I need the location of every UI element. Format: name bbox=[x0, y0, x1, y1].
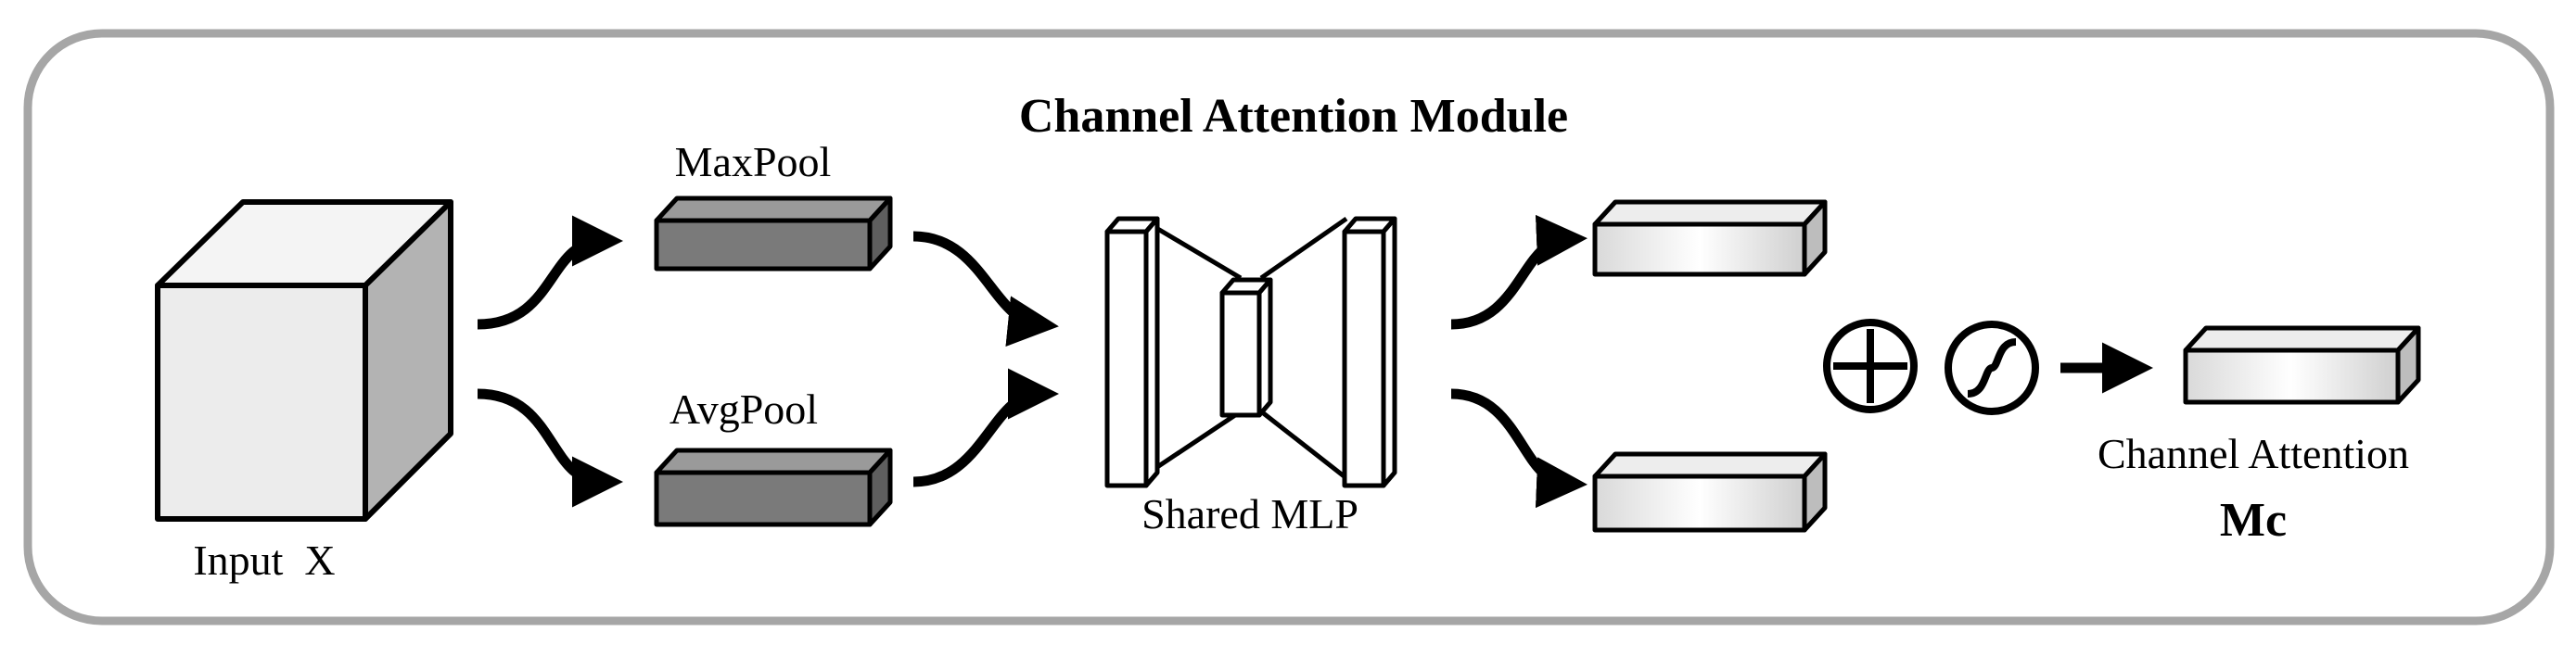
input-label: Input X bbox=[193, 537, 335, 584]
arrow-maxpool-to-mlp bbox=[912, 231, 1059, 347]
arrow-avgpool-to-mlp bbox=[912, 368, 1059, 487]
mlp-output-avg-bar bbox=[1592, 451, 1828, 533]
channel-attention-output-bar bbox=[2183, 325, 2421, 405]
avgpool-bar bbox=[654, 448, 893, 527]
module-frame bbox=[23, 29, 2555, 625]
arrow-mlp-to-bottom-feature bbox=[1450, 388, 1588, 509]
arrow-mlp-to-top-feature bbox=[1450, 214, 1588, 330]
mlp-label: Shared MLP bbox=[1141, 490, 1358, 537]
sigmoid-icon bbox=[1945, 321, 2039, 415]
mlp-output-max-bar bbox=[1592, 199, 1828, 277]
add-icon bbox=[1823, 319, 1918, 413]
shared-mlp bbox=[1104, 216, 1397, 488]
arrow-input-to-maxpool bbox=[477, 215, 623, 330]
maxpool-bar bbox=[654, 196, 893, 272]
diagram-title: Channel Attention Module bbox=[1019, 90, 1568, 143]
maxpool-label: MaxPool bbox=[675, 138, 832, 185]
input-cube bbox=[155, 199, 453, 522]
avgpool-label: AvgPool bbox=[670, 385, 818, 433]
output-label: Channel Attention bbox=[2098, 430, 2409, 477]
arrow-input-to-avgpool bbox=[477, 388, 623, 508]
output-symbol: Mc bbox=[2220, 494, 2287, 547]
